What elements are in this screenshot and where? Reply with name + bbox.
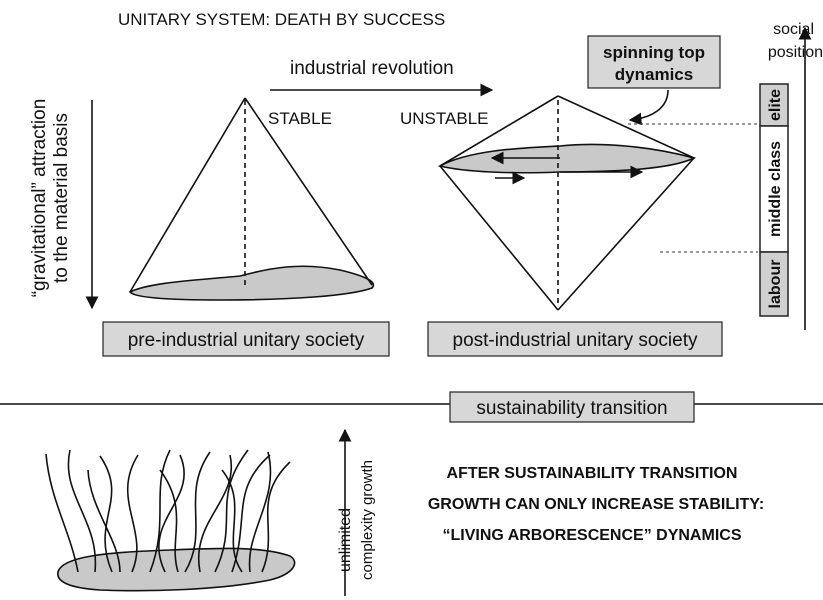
gravitational-label-line2: to the material basis bbox=[51, 113, 72, 283]
unstable-spinning-top bbox=[437, 95, 697, 311]
complexity-growth-label: complexity growth bbox=[359, 460, 376, 580]
spinning-top-box bbox=[587, 35, 721, 89]
pre-industrial-box bbox=[102, 321, 390, 357]
spinning-top-line2: dynamics bbox=[615, 65, 693, 84]
stable-cone-left-edge bbox=[129, 97, 246, 293]
stable-cone-right-edge bbox=[244, 97, 373, 286]
top-upper-left-edge bbox=[439, 95, 559, 167]
gravitational-label: “gravitational” attraction to the materi… bbox=[29, 99, 72, 298]
industrial-revolution-label: industrial revolution bbox=[290, 58, 454, 79]
elite-segment bbox=[759, 83, 789, 127]
spinning-top-pointer bbox=[628, 89, 669, 126]
after-text-line3: “LIVING ARBORESCENCE” DYNAMICS bbox=[443, 527, 742, 544]
top-middle-disc bbox=[437, 143, 697, 174]
social-position-line2: position bbox=[768, 44, 823, 61]
stable-cone bbox=[128, 97, 375, 301]
post-industrial-box bbox=[427, 321, 723, 357]
elite-label: elite bbox=[767, 89, 784, 121]
stable-label: STABLE bbox=[268, 109, 332, 128]
social-bar: elite middle class labour bbox=[759, 83, 789, 317]
top-upper-right-edge bbox=[557, 95, 695, 159]
post-industrial-label: post-industrial unitary society bbox=[453, 330, 698, 351]
spinning-top-line1: spinning top bbox=[603, 43, 705, 62]
unlimited-label: unlimited bbox=[337, 508, 354, 572]
middle-class-label: middle class bbox=[767, 141, 784, 237]
labour-label: labour bbox=[767, 260, 784, 309]
transition-label: sustainability transition bbox=[476, 398, 667, 419]
arborescence-drawing bbox=[45, 449, 296, 592]
top-lower-right-edge bbox=[557, 157, 695, 311]
social-position-line1: social bbox=[773, 21, 814, 38]
middle-class-segment bbox=[759, 125, 789, 253]
transition-box bbox=[449, 391, 695, 423]
after-text-line1: AFTER SUSTAINABILITY TRANSITION bbox=[447, 465, 738, 482]
arborescence-branches bbox=[45, 449, 291, 573]
top-lower-left-edge bbox=[439, 165, 559, 311]
stable-cone-base bbox=[128, 265, 375, 301]
after-text-line2: GROWTH CAN ONLY INCREASE STABILITY: bbox=[428, 496, 764, 513]
pre-industrial-label: pre-industrial unitary society bbox=[128, 330, 365, 351]
labour-segment bbox=[759, 251, 789, 317]
arborescence-base bbox=[57, 547, 296, 592]
gravitational-label-line1: “gravitational” attraction bbox=[29, 99, 50, 298]
unstable-label: UNSTABLE bbox=[400, 109, 489, 128]
diagram-title: UNITARY SYSTEM: DEATH BY SUCCESS bbox=[118, 10, 445, 29]
